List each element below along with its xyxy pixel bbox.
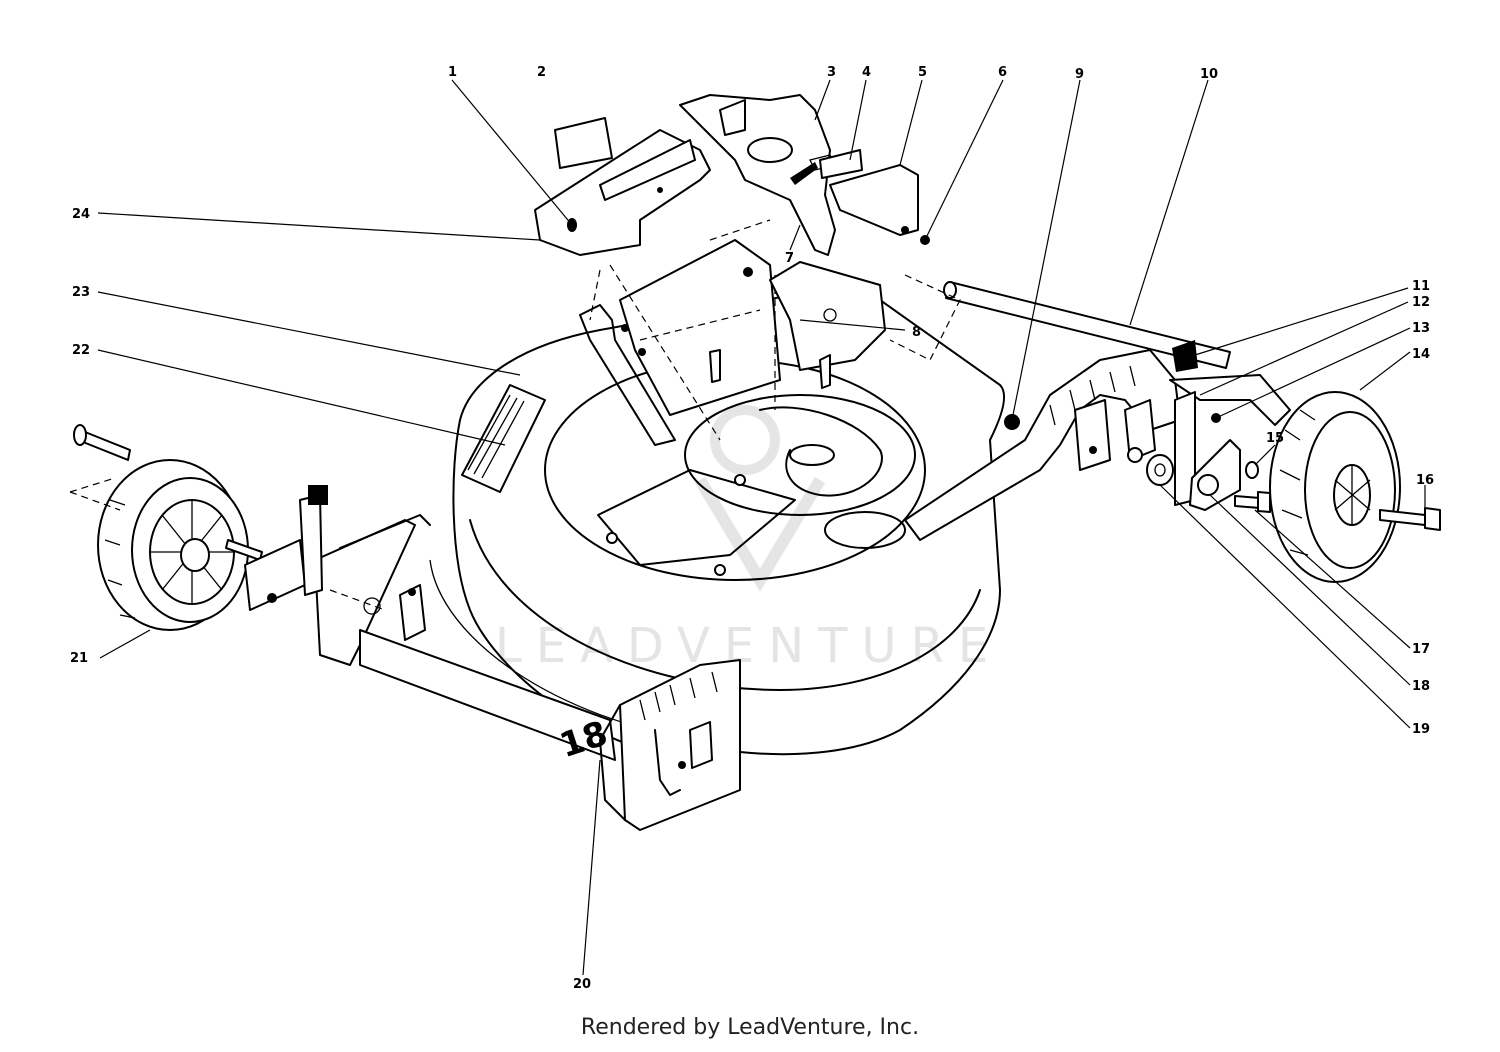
callout-labels: 1 2 3 4 5 6 7 8 9 10 11 12 13 14 15 16 1… [70,65,1434,992]
callout-18: 18 [1412,679,1430,694]
callout-19: 19 [1412,722,1430,737]
spring-4 [809,149,863,179]
front-height-adjuster [599,659,741,831]
rear-rod [943,281,1231,369]
mower-deck [429,286,1006,756]
callout-10: 10 [1200,67,1218,82]
callout-11: 11 [1412,279,1430,294]
callout-7: 7 [785,251,794,266]
callout-6: 6 [998,65,1007,80]
callout-24: 24 [72,207,90,222]
callout-leaders [97,79,1426,976]
callout-2: 2 [537,65,546,80]
decal-2 [554,117,613,169]
callout-16: 16 [1416,473,1434,488]
callout-15: 15 [1266,431,1284,446]
callout-20: 20 [573,977,591,992]
callout-9: 9 [1075,67,1084,82]
callout-17: 17 [1412,642,1430,657]
callout-1: 1 [448,65,457,80]
rear-bracket [1169,340,1291,506]
dashed-guides [589,219,961,361]
watermark-text: LEADVENTURE [495,618,1002,674]
front-wheel [97,459,249,631]
control-plate-5 [829,164,930,245]
footer-credit: Rendered by LeadVenture, Inc. [580,1015,920,1040]
engine-mount-bracket [769,261,886,389]
callout-5: 5 [918,65,927,80]
rear-axle-rail [904,349,1181,541]
watermark-logo [694,405,826,592]
callout-23: 23 [72,285,90,300]
callout-12: 12 [1412,295,1430,310]
callout-8: 8 [912,325,921,340]
callout-13: 13 [1412,321,1430,336]
handle-bracket [534,129,711,256]
front-axle-rail [314,514,616,761]
callout-21: 21 [70,651,88,666]
callout-3: 3 [827,65,836,80]
rear-hardware [1146,439,1271,513]
throttle-control [679,94,836,256]
rear-wheel [1269,391,1401,583]
callout-22: 22 [72,343,90,358]
rear-axle-bolt [1379,507,1441,531]
callout-14: 14 [1412,347,1430,362]
callout-4: 4 [862,65,871,80]
front-axle-hardware [69,424,328,611]
mounting-bracket [579,239,781,446]
